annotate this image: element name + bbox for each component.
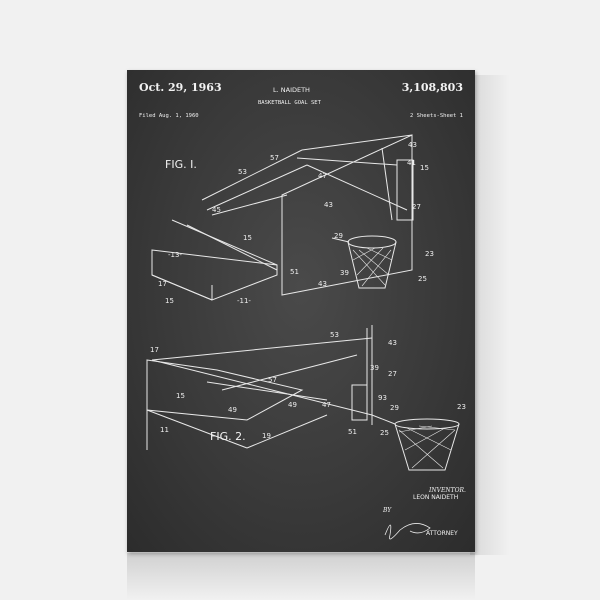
ref-label: 23: [425, 250, 434, 258]
patent-title: BASKETBALL GOAL SET: [258, 100, 321, 106]
ref-label: 15: [176, 392, 185, 400]
fig2-label: FIG. 2.: [210, 430, 246, 443]
inventor-label: INVENTOR.: [429, 487, 466, 494]
ref-label: 57: [268, 376, 277, 384]
ref-label: 29: [390, 404, 399, 412]
ref-label: 45: [212, 206, 221, 214]
ref-label: 19: [262, 432, 271, 440]
ref-label: 15: [243, 234, 252, 242]
ref-label: 49: [288, 401, 297, 409]
patent-date: Oct. 29, 1963: [139, 81, 222, 94]
inventor-name: LEON NAIDETH: [413, 494, 459, 501]
ref-label: -11-: [237, 297, 251, 305]
ref-label: 25: [418, 275, 427, 283]
ref-label: 27: [412, 203, 421, 211]
ref-label: 27: [388, 370, 397, 378]
ref-label: 15: [420, 164, 429, 172]
ref-label: 47: [322, 401, 331, 409]
patent-number: 3,108,803: [401, 81, 463, 94]
filed-date: Filed Aug. 1, 1960: [139, 113, 199, 119]
card-reflection: [127, 553, 475, 600]
ref-label: 57: [270, 154, 279, 162]
ref-label: 51: [348, 428, 357, 436]
ref-label: 17: [158, 280, 167, 288]
ref-label: 29: [334, 232, 343, 240]
ref-label: 49: [228, 406, 237, 414]
ref-label: 25: [380, 429, 389, 437]
ref-label: 43: [324, 201, 333, 209]
ref-label: 11: [160, 426, 169, 434]
ref-label: 51: [290, 268, 299, 276]
attorney-label: ATTORNEY: [426, 530, 458, 537]
fig1-drawing: [151, 134, 414, 301]
fig1-label: FIG. I.: [165, 158, 197, 171]
patent-card: Oct. 29, 1963 L. NAIDETH BASKETBALL GOAL…: [127, 70, 475, 552]
ref-label: 39: [370, 364, 379, 372]
ref-label: 47: [318, 172, 327, 180]
ref-label: 43: [318, 280, 327, 288]
ref-label: 41: [407, 159, 416, 167]
ref-label: 39: [340, 269, 349, 277]
ref-label: 23: [457, 403, 466, 411]
signature-drawing: [384, 523, 431, 540]
ref-label: 43: [388, 339, 397, 347]
by-label: BY: [383, 507, 392, 514]
ref-label: 43: [408, 141, 417, 149]
ref-label: -13-: [168, 251, 182, 259]
ref-label: 53: [238, 168, 247, 176]
card-shadow: [470, 75, 510, 555]
inventor-header: L. NAIDETH: [273, 86, 310, 94]
fig2-drawing: [146, 325, 460, 471]
ref-label: 15: [165, 297, 174, 305]
patent-drawing: [146, 134, 460, 540]
ref-label: 93: [378, 394, 387, 402]
ref-label: 53: [330, 331, 339, 339]
ref-label: 17: [150, 346, 159, 354]
sheets: 2 Sheets-Sheet 1: [410, 113, 463, 119]
